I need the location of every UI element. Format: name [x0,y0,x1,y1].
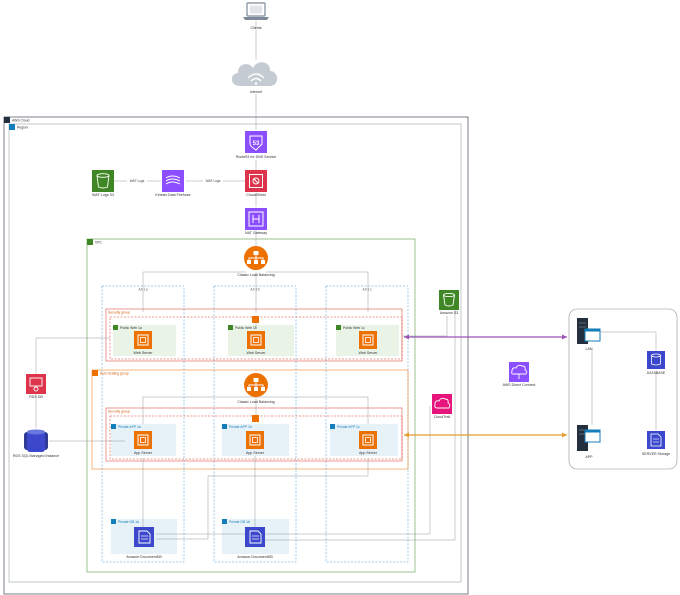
kinesis-label: Kinesis Data Firehose [155,193,190,197]
elb-public-label: Classic Load Balancing [237,273,274,277]
vpn-gateway-label: AWS Direct Connect [503,383,536,387]
onprem-db-label: DATABASE [647,371,666,375]
elb-internal-label: Classic Load Balancing [237,400,274,404]
s3-logs-bucket-icon [92,170,114,192]
app-server-2-icon [246,431,264,449]
s3-logs-label: WAF Logs S3 [92,193,114,197]
web3-label: Web Server [359,351,379,355]
app-server-1-icon [134,431,152,449]
on-premises-group [568,308,678,470]
app1-label: App Server [134,451,153,455]
asg-label: Auto Scaling group [100,372,129,376]
kinesis-firehose-icon [162,170,184,192]
edge-label-waf-logs-1: WAF Logs [130,179,145,183]
documentdb-2-icon [245,527,265,547]
connectors [35,21,657,541]
onprem-web-server-icon [577,318,601,344]
asg-group: Auto Scaling group [91,369,409,470]
docdb2-label: Amazon DocumentDB [237,555,273,559]
internet-label: Internet [250,90,262,94]
elb-internal-icon [244,373,268,397]
app2-label: App Server [246,451,265,455]
web-tier-boundary [109,316,403,360]
s3-vpc-label: Amazon S3 [440,311,459,315]
documentdb-1-icon [134,527,154,547]
s3-bucket-icon [439,290,459,310]
cloudtrail-label: CloudTrail [434,415,450,419]
web-interface-icon [252,316,259,323]
edge-label-waf-logs-2: WAF Logs [206,179,221,183]
onprem-web-label: LAN [586,347,593,351]
onprem-storage-icon [647,431,665,449]
pub1-label: Public Web 1a [120,326,142,330]
nat-gateway-icon [245,208,267,230]
internet-cloud-icon [231,62,278,86]
web-server-3-icon [359,331,377,349]
route53-icon: 53 [245,131,267,153]
region-label: Region [17,126,28,130]
app3-label: App Server [359,451,378,455]
priv-db2-label: Private DB 1b [229,520,250,524]
vpc-group: VPC [86,238,416,573]
web2-label: Web Server [247,351,267,355]
az2-label: AZ-1b [250,288,259,292]
elb-public-icon [244,246,268,270]
nat-gateway-label: NAT Gateway [245,231,267,235]
vpn-connection [404,334,567,340]
priv-app3-label: Private APP 1c [337,425,360,429]
direct-connect-icon [509,362,529,382]
docdb1-label: Amazon DocumentDB [126,555,162,559]
onprem-storage-label: SERVER Storage [642,452,670,456]
pub3-label: Public Web 1c [343,326,365,330]
rds-multi-label: RDS SQL Managed Instance [13,454,59,458]
onprem-database-icon [647,351,665,369]
web-server-1-icon [134,331,152,349]
direct-connect-connection [404,432,567,438]
rds-proxy-label: RDS DB [29,395,43,399]
app-interface-icon [252,415,259,422]
svg-text:53: 53 [253,141,260,147]
onprem-app-label: APP [585,455,593,459]
pub2-label: Public Web 1b [235,326,257,330]
clients-label: Clients [251,26,262,30]
web1-label: Web Server [134,351,154,355]
client-laptop-icon [243,2,269,20]
app-tier-boundary [109,415,403,460]
web-server-2-icon [247,331,265,349]
onprem-app-server-icon [577,425,601,451]
az3-group: AZ-1c [325,285,409,563]
sg-web-label: Security group [108,311,130,315]
vpc-label: VPC [95,241,103,245]
app-server-3-icon [359,431,377,449]
route53-label: Route53 for DNS Service [236,155,276,159]
cloudtrail-icon [432,394,452,414]
priv-db1-label: Private DB 1a [118,520,139,524]
region-group: Region [8,123,462,583]
rds-database-icon [24,429,48,452]
az3-label: AZ-1c [362,288,371,292]
aws-cloud-group: AWS Cloud [3,116,469,595]
waf-icon [245,170,267,192]
cloud-label: AWS Cloud [12,119,30,123]
priv-app2-label: Private APP 1b [229,425,252,429]
sg-app-label: Security group [108,410,130,414]
priv-app1-label: Private APP 1a [118,425,141,429]
rds-security-icon [26,374,46,394]
sg-app-group: Security group [105,407,403,462]
waf-label: CloudShield [246,193,265,197]
az2-group: AZ-1b [213,285,297,563]
